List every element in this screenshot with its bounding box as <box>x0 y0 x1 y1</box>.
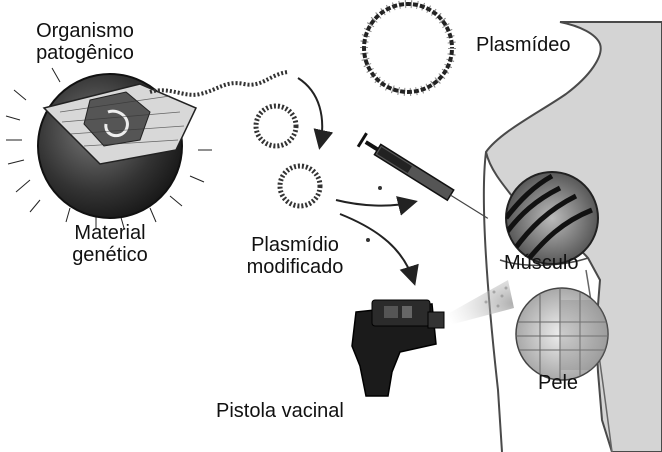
spray-cone <box>444 280 514 326</box>
label-modified-plasmid: Plasmídio modificado <box>220 234 370 278</box>
label-gene-gun: Pistola vacinal <box>216 400 344 422</box>
syringe-icon <box>358 133 492 225</box>
genetic-strand <box>150 72 288 95</box>
label-plasmid: Plasmídeo <box>476 34 571 56</box>
arrow-to-plasmid <box>298 78 322 146</box>
arrow-to-syringe <box>336 200 414 206</box>
label-organism-line1: Organismo <box>10 20 160 42</box>
pathogen-sphere-icon <box>6 68 212 228</box>
label-genetic-material: Material genético <box>40 222 180 266</box>
label-organism-line2: patogênico <box>10 42 160 64</box>
skin-tissue-icon <box>516 288 608 380</box>
label-genetic-line2: genético <box>40 244 180 266</box>
label-organism: Organismo patogênico <box>10 20 160 64</box>
muscle-tissue-icon <box>504 172 598 264</box>
plasmid-small-2 <box>280 166 320 206</box>
label-modified-line2: modificado <box>220 256 370 278</box>
label-skin: Pele <box>538 372 578 394</box>
plasmid-ring-icon <box>364 4 452 92</box>
label-genetic-line1: Material <box>40 222 180 244</box>
label-muscle: Músculo <box>504 252 578 274</box>
label-modified-line1: Plasmídio <box>220 234 370 256</box>
gene-gun-icon <box>352 300 444 396</box>
plasmid-small-1 <box>256 106 296 146</box>
